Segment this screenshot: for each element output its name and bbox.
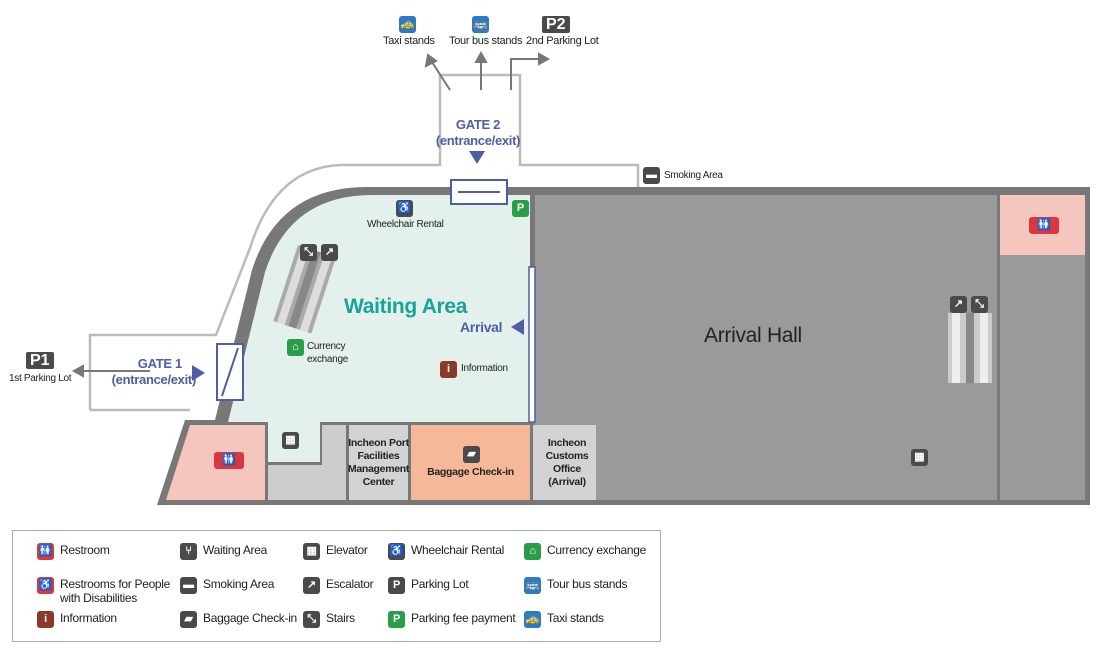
customs-label: Incheon Customs Office (Arrival) [545, 436, 589, 488]
escalator-icon-east: ↗ [950, 296, 967, 313]
stairs-icon: ⤡ [303, 611, 320, 628]
information-icon: i [440, 361, 457, 378]
restroom-icon: 🚻 [37, 543, 54, 560]
gate1-label: GATE 1(entrance/exit) [96, 356, 197, 388]
legend-label: Waiting Area [203, 543, 267, 557]
elevator-icon: ▦ [282, 432, 299, 449]
baggage-icon: ▰ [463, 446, 480, 463]
taxi-icon: 🚕 [524, 611, 541, 628]
gate1-arrow-icon [192, 365, 205, 381]
direction-arrows [71, 50, 551, 378]
escalator-east [948, 313, 992, 383]
legend-label: Escalator [326, 577, 374, 591]
restroom-accessible-icon: 🚻 [214, 452, 244, 469]
escalator-stairs-west [273, 244, 337, 334]
escalator-icon: ↗ [303, 577, 320, 594]
map-legend: 🚻 Restroom ♿ Restrooms for People with Dis… [12, 530, 661, 642]
gate2-arrow-icon [469, 151, 485, 164]
taxi-icon: 🚕 [399, 16, 416, 33]
legend-label: Elevator [326, 543, 368, 557]
smoking-icon: ▬ [643, 167, 660, 184]
arrival-arrow-icon [511, 319, 524, 335]
baggage-label: Baggage Check-in [427, 465, 514, 478]
baggage-icon: ▰ [180, 611, 197, 628]
gate2-title: GATE 2 [455, 117, 501, 132]
waiting-area-title: Waiting Area [344, 295, 468, 318]
parking-fee-icon: P [512, 200, 529, 217]
parking-fee-icon: P [388, 611, 405, 628]
legend-waiting-area: ⑂ Waiting Area [180, 543, 267, 560]
legend-label: Parking fee payment [411, 611, 516, 625]
legend-label: Parking Lot [411, 577, 469, 591]
bus-icon: 🚌 [524, 577, 541, 594]
legend-parking: P Parking Lot [388, 577, 469, 594]
parking-icon: P [388, 577, 405, 594]
wheelchair-icon: ♿ [396, 200, 413, 217]
accessible-restroom-icon: ♿ [37, 577, 54, 594]
walkway-outline [88, 73, 640, 410]
wheelchair-icon: ♿ [388, 543, 405, 560]
arrival-label: Arrival [460, 319, 503, 335]
gate2-sub: (entrance/exit) [435, 133, 521, 148]
currency-icon: ⌂ [287, 339, 304, 356]
p2-badge: P2 [542, 16, 570, 33]
stairs-icon-east: ⤡ [971, 296, 988, 313]
tour-bus-label: Tour bus stands [449, 35, 523, 47]
wheelchair-rental-label: Wheelchair Rental [367, 219, 444, 230]
legend-baggage: ▰ Baggage Check-in [180, 611, 297, 628]
arrival-hall-title: Arrival Hall [704, 324, 802, 347]
elevator-icon: ▦ [303, 543, 320, 560]
information-label: Information [461, 363, 508, 374]
port-center-label: Incheon Port Facilities Management Cente… [347, 436, 410, 488]
smoking-icon: ▬ [180, 577, 197, 594]
legend-escalator: ↗ Escalator [303, 577, 374, 594]
elevator-icon-east: ▦ [911, 449, 928, 466]
legend-label: Restroom [60, 543, 110, 557]
legend-label: Wheelchair Rental [411, 543, 504, 557]
legend-label: Restrooms for People with Disabilities [60, 577, 171, 605]
customs-room [533, 425, 596, 500]
currency-icon: ⌂ [524, 543, 541, 560]
legend-accessible-restroom: ♿ Restrooms for People with Disabilities [37, 577, 175, 605]
legend-stairs: ⤡ Stairs [303, 611, 355, 628]
legend-wheelchair: ♿ Wheelchair Rental [388, 543, 504, 560]
legend-elevator: ▦ Elevator [303, 543, 368, 560]
gate2-label: GATE 2(entrance/exit) [432, 117, 524, 149]
corridor-room [268, 425, 346, 500]
legend-smoking: ▬ Smoking Area [180, 577, 274, 594]
arrival-door[interactable] [528, 266, 536, 423]
legend-tour-bus: 🚌 Tour bus stands [524, 577, 628, 594]
p1-badge: P1 [26, 352, 54, 369]
waiting-area-icon: ⑂ [180, 543, 197, 560]
legend-label: Baggage Check-in [203, 611, 297, 625]
legend-taxi: 🚕 Taxi stands [524, 611, 604, 628]
legend-currency: ⌂ Currency exchange [524, 543, 646, 560]
legend-restroom: 🚻 Restroom [37, 543, 110, 560]
port-center-room [349, 425, 408, 500]
legend-label: Stairs [326, 611, 355, 625]
p1-label: 1st Parking Lot [9, 373, 72, 384]
legend-label: Currency exchange [547, 543, 646, 557]
legend-label: Information [60, 611, 117, 625]
smoking-area-label: Smoking Area [664, 170, 723, 181]
legend-label: Tour bus stands [547, 577, 628, 591]
legend-information: i Information [37, 611, 117, 628]
legend-parking-fee: P Parking fee payment [388, 611, 516, 628]
taxi-stands-label: Taxi stands [383, 35, 435, 47]
restroom-accessible-icon-east: 🚻 [1029, 217, 1059, 234]
gate1-title: GATE 1 [137, 356, 183, 371]
legend-label: Smoking Area [203, 577, 275, 591]
stairs-icon: ⤡ [300, 244, 317, 261]
bus-icon: 🚌 [472, 16, 489, 33]
legend-label: Taxi stands [547, 611, 604, 625]
currency-label: Currency exchange [307, 341, 348, 365]
escalator-icon: ↗ [321, 244, 338, 261]
p2-label: 2nd Parking Lot [526, 35, 599, 47]
gate1-sub: (entrance/exit) [111, 372, 197, 387]
information-icon: i [37, 611, 54, 628]
